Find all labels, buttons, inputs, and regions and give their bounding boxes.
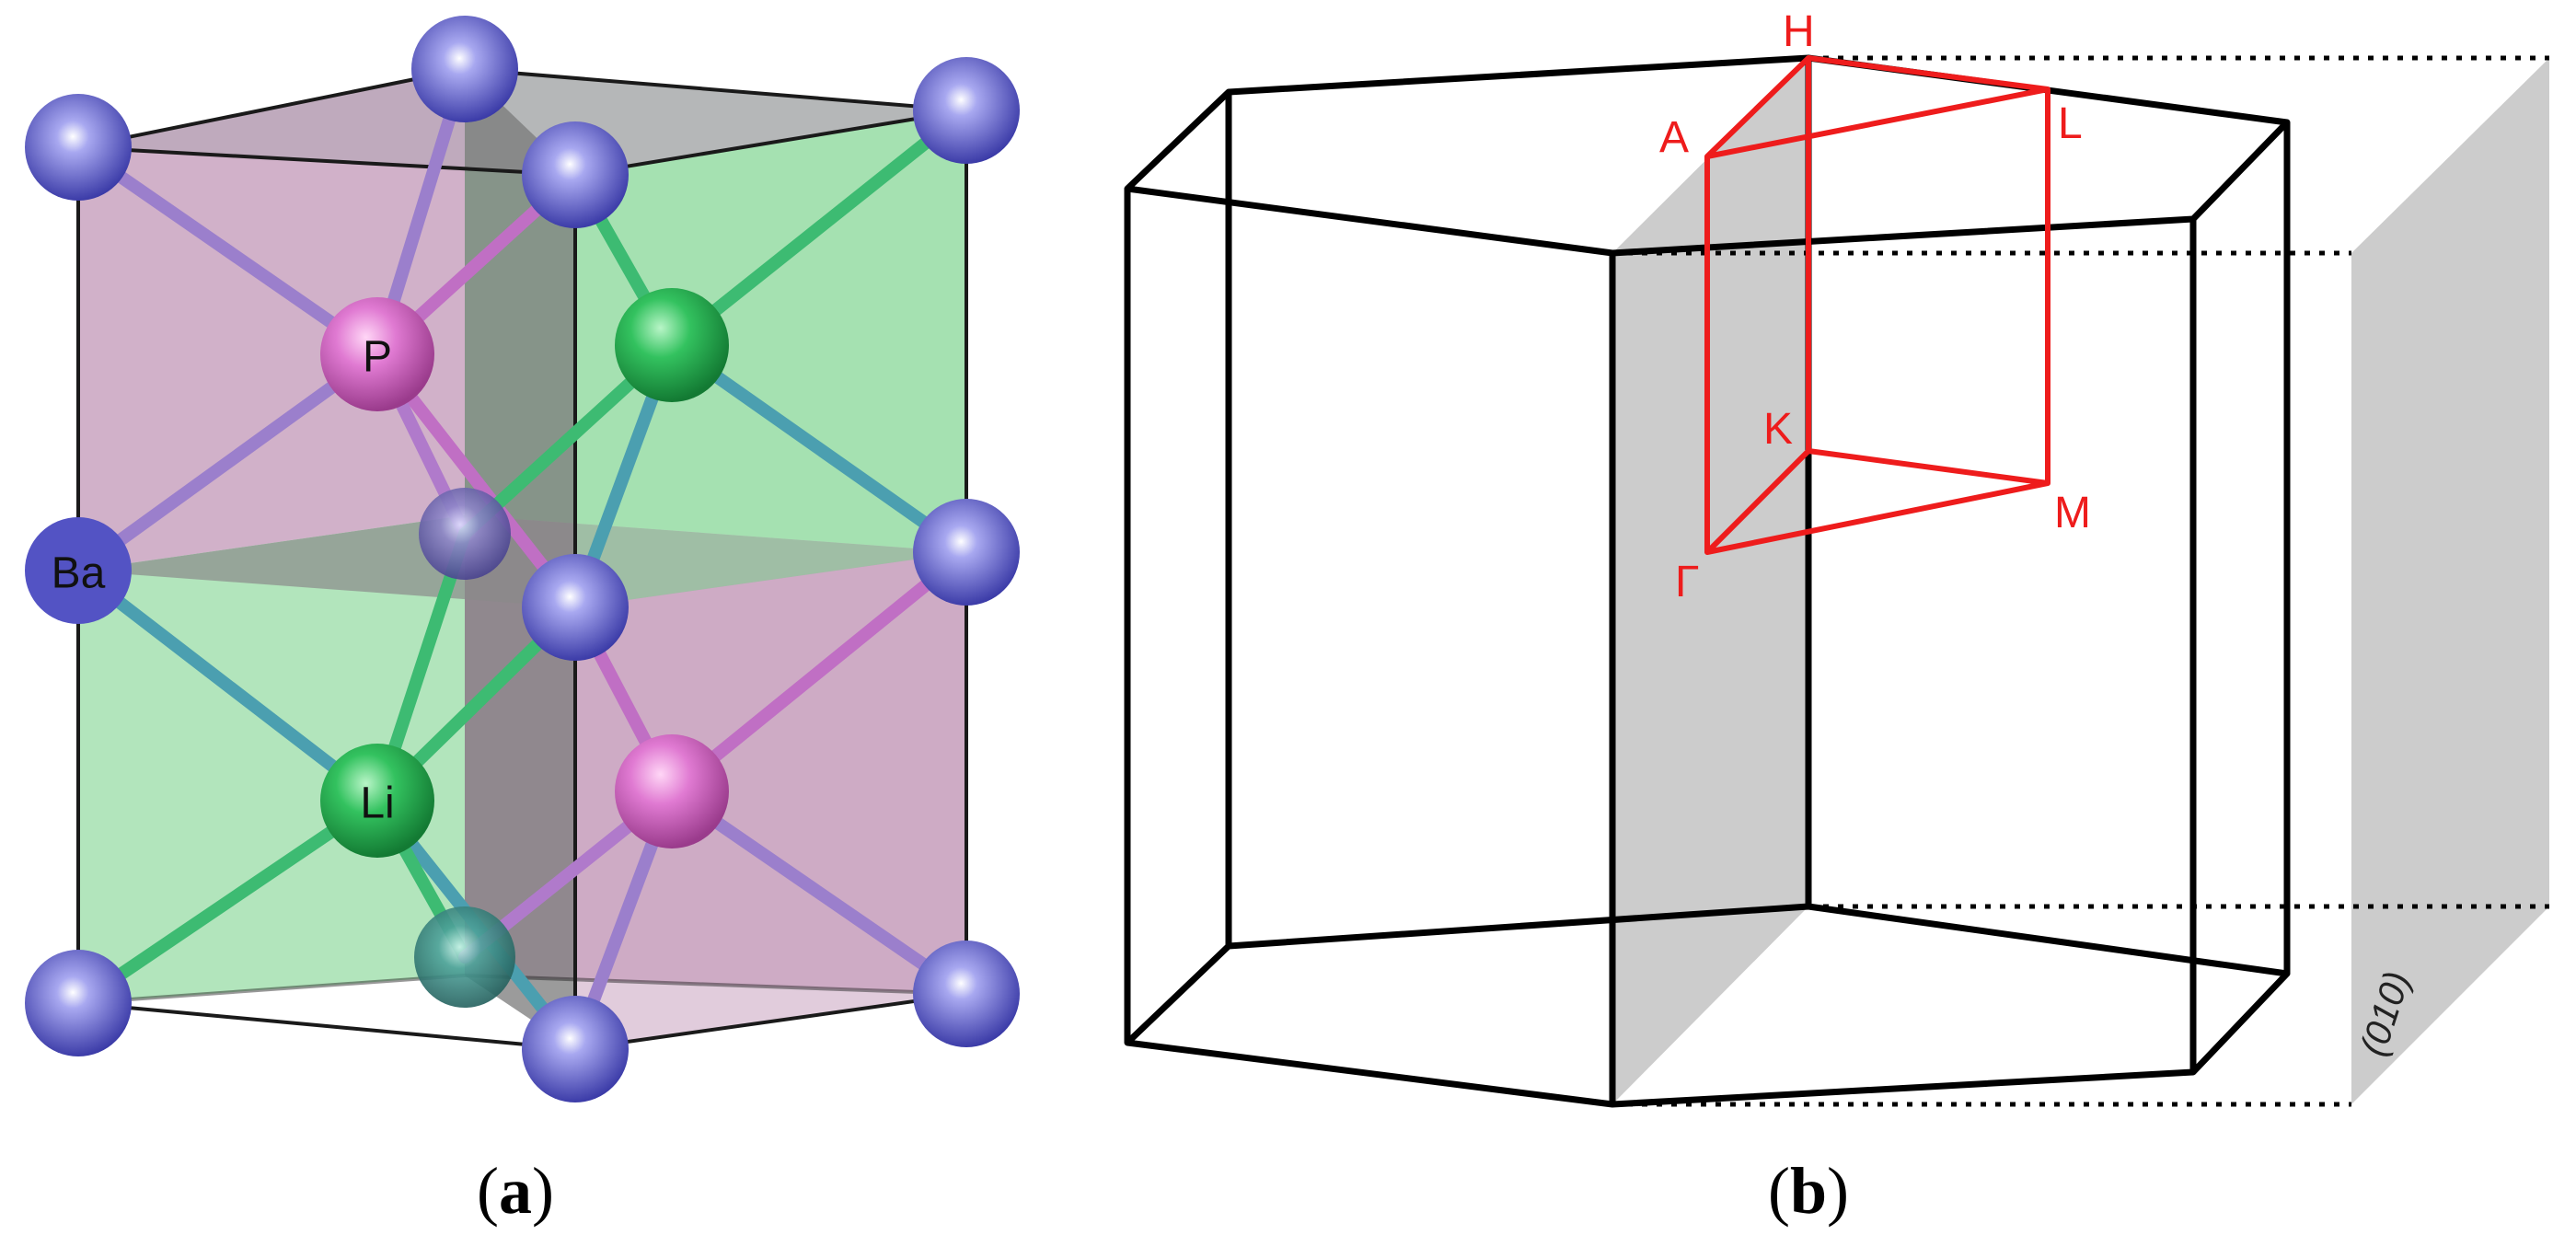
caption-b: (b) [1768, 1154, 1849, 1228]
barium-atom-top-left [25, 94, 132, 201]
barium-atom-top-right [913, 57, 1020, 164]
lithium-atom-back [414, 906, 515, 1008]
caption-a: (a) [477, 1154, 554, 1228]
lithium-atom-upper [615, 288, 729, 402]
barium-atom-bottom-front [522, 996, 629, 1102]
caption-a-open: ( [477, 1154, 499, 1228]
projection-lines [1612, 55, 2549, 1107]
barium-atom-top-front [522, 121, 629, 228]
panel-a-crystal-structure: P Ba Li (a) [25, 16, 1020, 1228]
barium-atom-back-center [419, 488, 511, 580]
lithium-atom-lower [320, 744, 434, 858]
barium-atom-top-back [411, 16, 518, 122]
label-lithium: Li [360, 779, 394, 828]
barium-atom-mid-right [913, 499, 1020, 606]
kpoint-L: L [2058, 99, 2083, 148]
panel-b-brillouin-zone: H A L K M Γ (010) (b) [1124, 7, 2549, 1228]
high-symmetry-path [1704, 55, 2050, 555]
section-plane [1612, 58, 1808, 1104]
phosphorus-atom-upper [320, 297, 434, 411]
plane-010 [2351, 58, 2549, 1104]
barium-atom-mid-left [25, 517, 132, 624]
phosphorus-atom-lower [615, 734, 729, 848]
barium-atom-bottom-right [913, 941, 1020, 1047]
barium-atom-bottom-left [25, 950, 132, 1056]
label-barium: Ba [52, 549, 106, 598]
kpoint-M: M [2054, 489, 2091, 537]
caption-a-close: ) [532, 1154, 554, 1228]
kpoint-A: A [1659, 113, 1689, 162]
barium-atom-mid-front [522, 554, 629, 661]
face-pink-back-left [78, 69, 465, 571]
caption-b-letter: b [1790, 1154, 1827, 1228]
kpoint-H: H [1783, 7, 1815, 56]
kpoint-Gamma: Γ [1675, 558, 1699, 606]
caption-b-close: ) [1827, 1154, 1849, 1228]
face-top [78, 69, 966, 175]
kpoint-K: K [1763, 405, 1793, 454]
caption-b-open: ( [1768, 1154, 1790, 1228]
label-phosphorus: P [363, 333, 392, 382]
caption-a-letter: a [499, 1154, 532, 1228]
